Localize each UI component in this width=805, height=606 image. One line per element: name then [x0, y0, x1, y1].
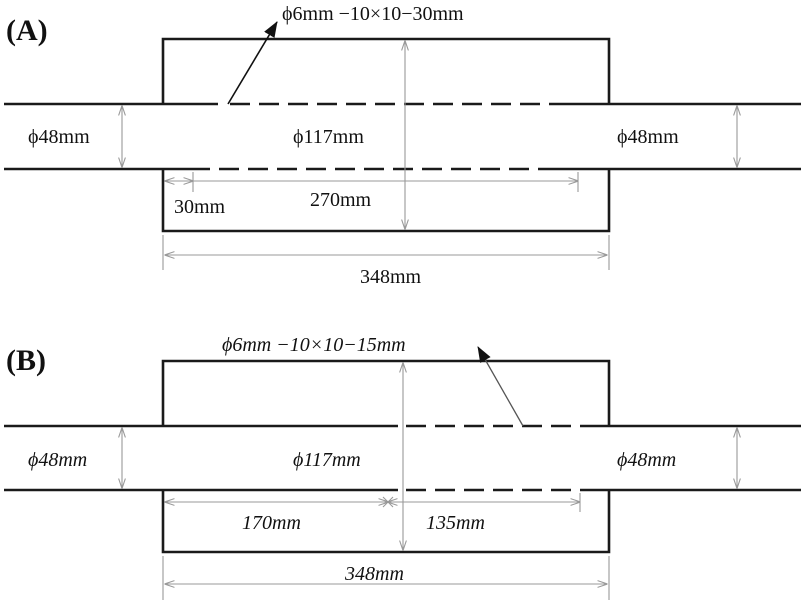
- panel-b-hole-spec: ϕ6mm −10×10−15mm: [222, 334, 406, 356]
- panel-a-label: (A): [6, 14, 48, 47]
- panel-b: (B) ϕ6mm −10×10−15mm ϕ48mm ϕ117mm ϕ48mm …: [4, 334, 801, 600]
- panel-b-tick-mid-2: [382, 496, 394, 508]
- panel-a-center-dia-label: ϕ117mm: [293, 126, 364, 148]
- panel-b-left-dia-label: ϕ48mm: [28, 449, 87, 471]
- panel-a-hole-span-label: 270mm: [310, 189, 372, 211]
- panel-a-total-label: 348mm: [360, 266, 422, 288]
- panel-b-total-label: 348mm: [344, 563, 404, 585]
- panel-a-left-dia-label: ϕ48mm: [28, 126, 90, 148]
- panel-b-right-dia-label: ϕ48mm: [617, 449, 676, 471]
- panel-b-solid-span-label: 170mm: [242, 512, 301, 534]
- panel-b-leader-arrow: [477, 346, 524, 427]
- panel-a-leader-arrow: [227, 21, 278, 105]
- panel-a-right-dia-label: ϕ48mm: [617, 126, 679, 148]
- panel-b-center-dia-label: ϕ117mm: [293, 449, 361, 471]
- panel-b-hole-span-label: 135mm: [426, 512, 485, 534]
- panel-a-offset-label: 30mm: [174, 196, 226, 218]
- panel-b-label: (B): [6, 344, 46, 377]
- panel-a-body-outline: [161, 37, 611, 233]
- panel-a-hole-spec: ϕ6mm −10×10−30mm: [282, 3, 464, 25]
- panel-b-body-outline: [161, 359, 611, 554]
- panel-a: (A) ϕ6mm −10×10−30mm ϕ48mm ϕ117mm ϕ48mm …: [4, 3, 801, 288]
